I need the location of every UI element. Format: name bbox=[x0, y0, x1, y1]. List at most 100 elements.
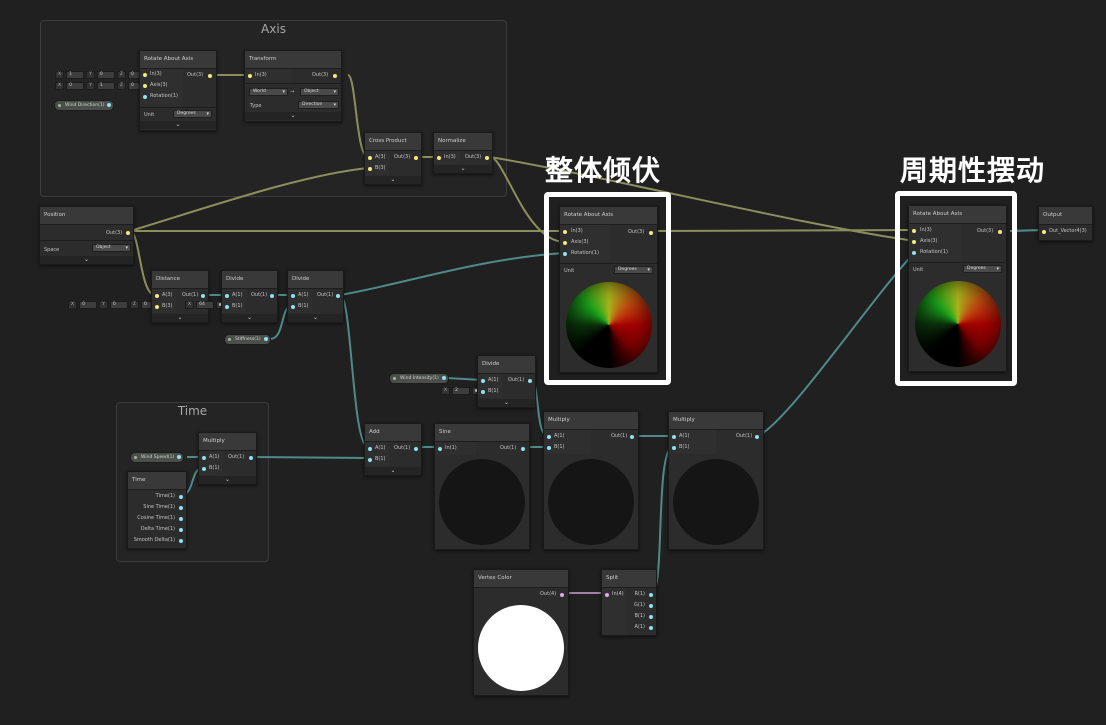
output-port-icon[interactable] bbox=[270, 294, 274, 298]
input-port-icon[interactable] bbox=[368, 458, 372, 462]
input-port-icon[interactable] bbox=[912, 240, 916, 244]
output-port-icon[interactable] bbox=[336, 294, 340, 298]
node-time[interactable]: Time Time(1) Sine Time(1) Cosine Time(1)… bbox=[127, 471, 187, 549]
output-port-icon[interactable] bbox=[179, 506, 183, 510]
output-port-icon[interactable] bbox=[755, 435, 759, 439]
divide1-b-default[interactable]: X 64 bbox=[185, 300, 226, 309]
node-transform[interactable]: Transform In(3) Out(3) World → Object Ty… bbox=[244, 50, 342, 122]
node-split[interactable]: Split In(4) R(1) G(1) B(1) A(1) bbox=[601, 569, 657, 636]
output-port-icon[interactable] bbox=[649, 231, 653, 235]
input-port-icon[interactable] bbox=[225, 305, 229, 309]
collapse-chevron-icon[interactable]: ⌄ bbox=[245, 112, 341, 120]
collapse-chevron-icon[interactable]: ⌄ bbox=[478, 399, 535, 407]
output-port-icon[interactable] bbox=[630, 435, 634, 439]
stiffness-property[interactable]: Stiffness(1) bbox=[224, 334, 271, 345]
output-port-icon[interactable] bbox=[521, 447, 525, 451]
unit-dropdown[interactable]: Degrees bbox=[614, 266, 653, 274]
x-field[interactable]: 0 bbox=[79, 300, 98, 309]
node-sine[interactable]: Sine In(1) Out(1) bbox=[434, 423, 530, 550]
input-port-icon[interactable] bbox=[155, 294, 159, 298]
input-port-icon[interactable] bbox=[437, 156, 441, 160]
output-port-icon[interactable] bbox=[998, 230, 1002, 234]
collapse-chevron-icon[interactable]: ⌄ bbox=[365, 467, 421, 475]
node-rotate-about-axis-2[interactable]: Rotate About Axis In(3) Axis(3) Rotation… bbox=[559, 206, 658, 373]
input-port-icon[interactable] bbox=[563, 252, 567, 256]
output-port-icon[interactable] bbox=[649, 615, 653, 619]
unit-dropdown[interactable]: Degrees bbox=[173, 110, 212, 118]
space-dropdown[interactable]: Object bbox=[92, 244, 131, 252]
from-space-dropdown[interactable]: World bbox=[249, 88, 288, 96]
wind-speed-property[interactable]: Wind Speed(1) bbox=[130, 452, 185, 463]
input-port-icon[interactable] bbox=[368, 156, 372, 160]
collapse-chevron-icon[interactable]: ⌄ bbox=[40, 256, 133, 264]
input-port-icon[interactable] bbox=[202, 456, 206, 460]
input-port-icon[interactable] bbox=[547, 446, 551, 450]
x-field[interactable]: 64 bbox=[196, 300, 215, 309]
wind-intensity-property[interactable]: Wind Intensity(1) bbox=[389, 373, 449, 384]
output-port-icon[interactable] bbox=[414, 156, 418, 160]
input-port-icon[interactable] bbox=[481, 379, 485, 383]
y-field[interactable]: 1 bbox=[96, 81, 115, 90]
output-port-icon[interactable] bbox=[179, 517, 183, 521]
type-dropdown[interactable]: Direction bbox=[298, 101, 339, 109]
x-field[interactable]: 2 bbox=[452, 386, 471, 395]
output-port-icon[interactable] bbox=[649, 593, 653, 597]
output-port-icon[interactable] bbox=[201, 294, 205, 298]
collapse-chevron-icon[interactable]: ⌄ bbox=[152, 314, 208, 322]
output-port-icon[interactable] bbox=[126, 231, 130, 235]
output-port-icon[interactable] bbox=[179, 495, 183, 499]
node-add[interactable]: Add A(1) B(1) Out(1) ⌄ bbox=[364, 423, 422, 476]
unit-dropdown[interactable]: Degrees bbox=[963, 265, 1002, 273]
input-port-icon[interactable] bbox=[143, 84, 147, 88]
node-rotate-about-axis-1[interactable]: Rotate About Axis In(3) Axis(3) Rotation… bbox=[139, 50, 217, 131]
collapse-chevron-icon[interactable]: ⌄ bbox=[365, 176, 421, 184]
output-port-icon[interactable] bbox=[249, 456, 253, 460]
wind-direction-property[interactable]: Wind Direction(1) bbox=[54, 100, 115, 111]
y-field[interactable]: 0 bbox=[109, 300, 128, 309]
output-port-icon[interactable] bbox=[107, 103, 112, 107]
input-port-icon[interactable] bbox=[155, 305, 159, 309]
divide3-b-default[interactable]: X 2 bbox=[441, 386, 482, 395]
node-vertex-color[interactable]: Vertex Color Out(4) bbox=[473, 569, 569, 696]
output-port-icon[interactable] bbox=[560, 593, 564, 597]
node-divide-3[interactable]: Divide A(1) B(1) Out(1) ⌄ bbox=[477, 355, 536, 408]
input-port-icon[interactable] bbox=[672, 435, 676, 439]
input-port-icon[interactable] bbox=[605, 593, 609, 597]
input-port-icon[interactable] bbox=[143, 95, 147, 99]
input-port-icon[interactable] bbox=[368, 167, 372, 171]
x-field[interactable]: 1 bbox=[66, 70, 85, 79]
input-port-icon[interactable] bbox=[672, 446, 676, 450]
input-port-icon[interactable] bbox=[1042, 230, 1046, 234]
output-port-icon[interactable] bbox=[177, 455, 182, 459]
input-port-icon[interactable] bbox=[912, 251, 916, 255]
input-port-icon[interactable] bbox=[248, 74, 252, 78]
y-field[interactable]: 0 bbox=[96, 70, 115, 79]
x-field[interactable]: 0 bbox=[66, 81, 85, 90]
collapse-chevron-icon[interactable]: ⌄ bbox=[199, 476, 256, 484]
input-port-icon[interactable] bbox=[143, 73, 147, 77]
output-port-icon[interactable] bbox=[208, 74, 212, 78]
node-divide-1[interactable]: Divide A(1) B(1) Out(1) ⌄ bbox=[221, 270, 278, 323]
input-port-icon[interactable] bbox=[202, 467, 206, 471]
collapse-chevron-icon[interactable]: ⌄ bbox=[288, 314, 343, 322]
node-cross-product[interactable]: Cross Product A(3) B(3) Out(3) ⌄ bbox=[364, 132, 422, 185]
collapse-chevron-icon[interactable]: ⌄ bbox=[140, 121, 216, 129]
output-port-icon[interactable] bbox=[263, 337, 268, 341]
output-port-icon[interactable] bbox=[179, 528, 183, 532]
input-port-icon[interactable] bbox=[291, 305, 295, 309]
collapse-chevron-icon[interactable]: ⌄ bbox=[222, 314, 277, 322]
input-port-icon[interactable] bbox=[547, 435, 551, 439]
input-port-icon[interactable] bbox=[563, 241, 567, 245]
node-multiply-1[interactable]: Multiply A(1) B(1) Out(1) ⌄ bbox=[198, 432, 257, 485]
input-port-icon[interactable] bbox=[481, 390, 485, 394]
output-port-icon[interactable] bbox=[179, 539, 183, 543]
node-output[interactable]: Output Out_Vector4(3) bbox=[1038, 206, 1093, 241]
input-port-icon[interactable] bbox=[438, 447, 442, 451]
input-port-icon[interactable] bbox=[291, 294, 295, 298]
node-position[interactable]: Position Out(3) Space Object ⌄ bbox=[39, 206, 134, 265]
node-multiply-2[interactable]: Multiply A(1) B(1) Out(1) bbox=[543, 411, 639, 550]
output-port-icon[interactable] bbox=[441, 376, 446, 380]
output-port-icon[interactable] bbox=[414, 447, 418, 451]
collapse-chevron-icon[interactable]: ⌄ bbox=[434, 165, 492, 173]
node-normalize[interactable]: Normalize In(3) Out(3) ⌄ bbox=[433, 132, 493, 174]
